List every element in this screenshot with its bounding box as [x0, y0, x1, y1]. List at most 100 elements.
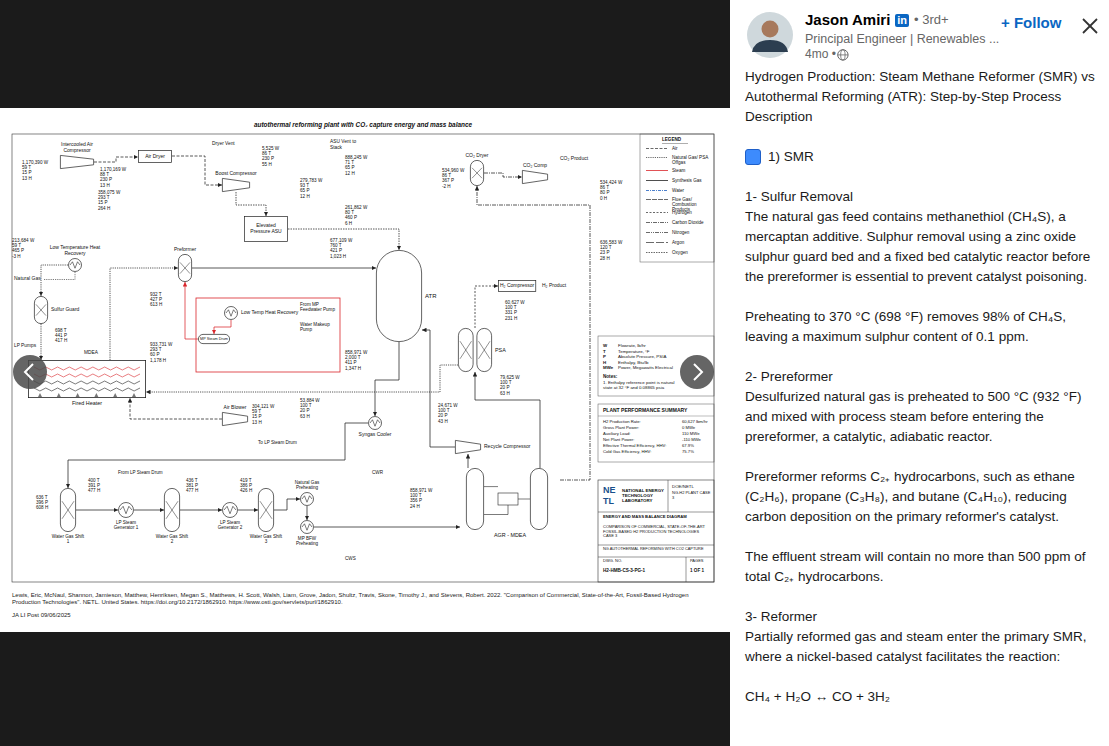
logo-letters: NE — [603, 485, 616, 495]
post-text: 3- Reformer — [745, 607, 1097, 627]
stream-data: 421 P — [330, 248, 342, 253]
equipment-label: Water Gas Shift 1 — [51, 534, 85, 544]
vessel-pair: PSA — [458, 328, 492, 372]
drawing-title: NG AUTOTHERMAL REFORMING WITH CO2 CAPTUR… — [603, 547, 704, 551]
legend-box — [640, 134, 714, 262]
vessel-shell — [477, 328, 492, 371]
stream-data: 400 T — [88, 478, 100, 483]
legend-text: Natural Gas/ PSA Offgas — [672, 155, 710, 165]
compressor-symbol — [522, 170, 548, 184]
burner — [132, 393, 136, 397]
exchanger-shell — [69, 259, 82, 272]
heat-exchanger: Syngas Cooler — [368, 416, 382, 430]
stream-data: 858,971 W — [410, 488, 432, 493]
legend-sample — [646, 242, 668, 243]
equipment-label: Low Temperature Heat Recovery — [49, 245, 101, 256]
heater-box — [28, 360, 145, 397]
globe-icon — [838, 54, 848, 55]
legend-text: Synthesis Gas — [672, 178, 710, 183]
vessel-shell — [376, 250, 421, 341]
stream-data: 20 P — [438, 413, 447, 418]
fired-heater: Fired Heater — [28, 360, 146, 398]
stream-data: 613 H — [150, 302, 162, 307]
heater-coil — [34, 381, 140, 384]
catalyst-bed — [260, 501, 272, 519]
vessel-symbol: Water Gas Shift 2 — [164, 488, 180, 532]
fired-heater — [28, 360, 146, 398]
exchanger-coil — [120, 506, 132, 513]
burner — [38, 393, 42, 397]
equipment-label: Boost Compressor — [215, 171, 256, 177]
process-stream — [375, 342, 399, 416]
box-outline — [498, 280, 535, 291]
heat-exchanger: Natural Gas Preheating — [300, 492, 314, 506]
key-text: Flowrate, lb/hr — [618, 343, 646, 349]
stream-data: 636 T — [36, 495, 48, 500]
summary-rule — [598, 416, 714, 417]
stream-data: 427 P — [150, 297, 162, 302]
key-text: Temperature, °F — [618, 349, 650, 355]
stream-data: 293 T — [150, 347, 162, 352]
table-cell: 75.7% — [682, 449, 694, 455]
legend-underline — [662, 143, 688, 144]
table-cell: Net Plant Power: — [603, 437, 634, 443]
vessel-shell — [470, 160, 483, 185]
title-block-rule — [686, 557, 687, 582]
exchanger-shell — [301, 493, 314, 506]
vent-label: Dryer Vent — [212, 141, 235, 147]
exchanger-shell — [223, 503, 238, 518]
stream-data: 304,121 W — [252, 404, 274, 409]
process-stream — [68, 423, 368, 488]
catalyst-bed — [472, 168, 482, 178]
key-symbol: H — [603, 360, 606, 366]
key-text: Enthalpy, Btu/lb — [618, 360, 648, 366]
equipment-label: Elevated Pressure ASU — [246, 223, 286, 234]
stream-data: 608 H — [36, 505, 48, 510]
stream-data: 53,884 W — [300, 398, 320, 403]
equipment-box: Air Dryer — [138, 150, 172, 163]
box-outline — [198, 334, 229, 343]
legend-sample — [646, 157, 668, 158]
legend-sample — [646, 222, 668, 223]
legend-sample — [646, 232, 668, 233]
stream-data: 5,525 W — [262, 146, 279, 151]
vessel-symbol — [470, 160, 484, 186]
stream-data: 24,671 W — [438, 403, 458, 408]
stream-data: 261,862 W — [345, 205, 367, 210]
equipment-label: AGR - MDEA — [494, 532, 526, 538]
catalyst-bed — [62, 501, 74, 519]
stream-data: 28 H — [600, 256, 610, 261]
stream-data: 79,625 W — [500, 375, 520, 380]
stream-data: 71 T — [345, 160, 354, 165]
stream-data: 534,960 W — [442, 168, 464, 173]
stream-data: 13 H — [22, 176, 32, 181]
stream-data: 1,347 H — [345, 366, 361, 371]
stream-data: 86 T — [262, 151, 271, 156]
author-line: • 3rd+ — [914, 11, 949, 29]
stream-data: 15 P — [22, 170, 31, 175]
legend-text: Air — [672, 146, 710, 151]
stream-data: 230 P — [100, 177, 112, 182]
logo-letters: TL — [603, 496, 614, 506]
vessel-shell — [258, 488, 273, 531]
process-stream — [94, 157, 138, 162]
author-line: Jason Amiri — [805, 11, 890, 29]
heat-exchanger — [224, 306, 238, 320]
catalyst-bed — [166, 501, 178, 519]
equipment-label: PSA — [495, 347, 506, 353]
stream-data: 441 P — [55, 333, 67, 338]
vessel-shell — [164, 488, 179, 531]
equipment-label: CO₂ Dryer — [465, 153, 488, 159]
equipment-label: Air Dryer — [145, 154, 165, 160]
stream-data: 760 T — [330, 243, 342, 248]
process-stream — [185, 282, 198, 339]
stream-data: 417 H — [55, 338, 67, 343]
compressor-symbol — [60, 155, 94, 169]
post-text: Hydrogen Production: Steam Methane Refor… — [745, 67, 1097, 127]
process-stream — [130, 398, 222, 419]
equipment-label: Intercooled Air Compressor — [55, 142, 99, 153]
nav-button — [680, 355, 714, 389]
legend-sample — [646, 199, 668, 200]
catalyst-bed — [479, 341, 491, 359]
legend-sample — [646, 170, 668, 171]
